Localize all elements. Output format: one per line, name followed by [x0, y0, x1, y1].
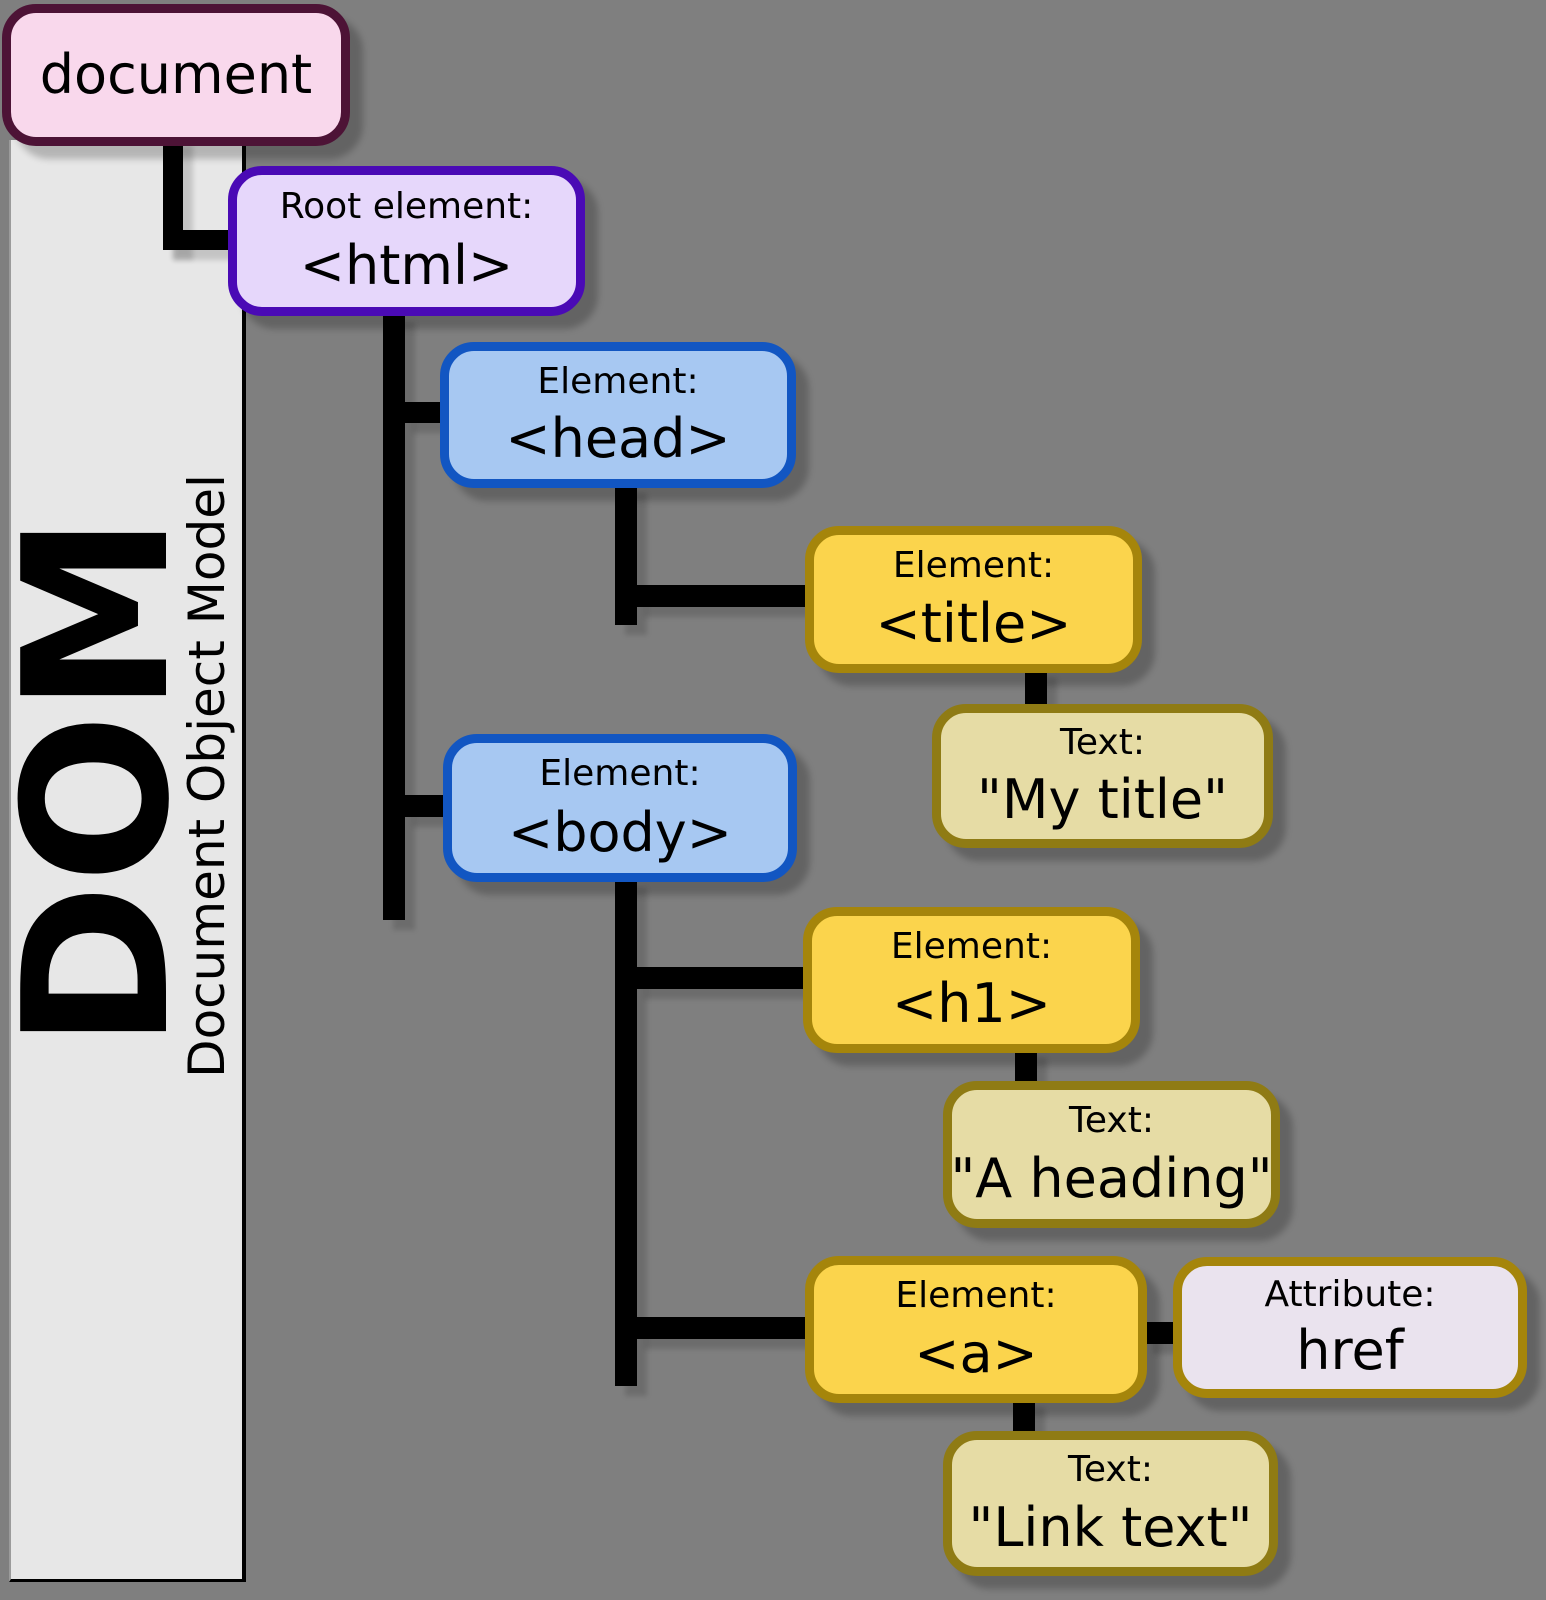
node-head-value: <head>: [505, 407, 731, 471]
connector-html-head-branch: [403, 402, 445, 423]
node-a-value: <a>: [914, 1322, 1038, 1385]
dom-banner: [9, 140, 246, 1582]
connector-title-text-stub: [1025, 668, 1047, 708]
connector-body-a-branch: [635, 1317, 810, 1339]
node-h1-label: Element:: [890, 925, 1053, 967]
connector-head-trunk: [615, 483, 637, 625]
node-a-label: Element:: [895, 1275, 1057, 1316]
node-head-label: Element:: [537, 360, 699, 402]
node-title-text-value: "My title": [977, 768, 1228, 831]
connector-body-h1-branch: [635, 967, 808, 989]
node-text-a-heading: Text: "A heading": [943, 1081, 1280, 1228]
node-element-head: Element: <head>: [440, 342, 796, 488]
node-title-label: Element:: [892, 545, 1055, 586]
node-root-element-html: Root element: <html>: [228, 166, 585, 316]
connector-a-href: [1143, 1322, 1177, 1344]
connector-document-html-vertical: [163, 135, 183, 250]
node-h1-text-value: "A heading": [950, 1147, 1273, 1210]
dom-acronym-text: DOM: [0, 514, 214, 1050]
connector-head-title-branch: [635, 585, 810, 607]
node-element-title: Element: <title>: [805, 526, 1142, 673]
node-h1-text-label: Text:: [1069, 1100, 1154, 1141]
node-body-value: <body>: [507, 800, 733, 864]
node-element-body: Element: <body>: [443, 734, 797, 882]
node-h1-value: <h1>: [891, 972, 1052, 1036]
node-a-text-label: Text:: [1068, 1449, 1153, 1491]
node-href-label: Attribute:: [1264, 1274, 1436, 1315]
connector-html-body-branch: [403, 795, 448, 817]
node-title-text-label: Text:: [1060, 722, 1145, 763]
connector-a-text-stub: [1013, 1398, 1035, 1434]
connector-document-html-horizontal: [163, 230, 233, 250]
node-document: document: [2, 4, 350, 146]
node-html-value: <html>: [299, 234, 514, 297]
node-element-h1: Element: <h1>: [803, 907, 1140, 1053]
node-attribute-href: Attribute: href: [1173, 1257, 1527, 1398]
connector-h1-text-stub: [1015, 1048, 1037, 1084]
node-title-value: <title>: [875, 592, 1072, 655]
dom-fullname-text: Document Object Model: [178, 474, 236, 1078]
node-text-my-title: Text: "My title": [932, 704, 1273, 848]
node-body-label: Element:: [539, 753, 701, 795]
node-text-link-text: Text: "Link text": [943, 1431, 1278, 1576]
node-element-a: Element: <a>: [805, 1256, 1147, 1403]
connector-body-trunk: [615, 878, 637, 1386]
node-document-value: document: [39, 43, 313, 106]
node-href-value: href: [1296, 1319, 1404, 1382]
node-html-label: Root element:: [279, 186, 534, 227]
node-a-text-value: "Link text": [968, 1495, 1253, 1559]
connector-html-trunk: [383, 312, 405, 920]
